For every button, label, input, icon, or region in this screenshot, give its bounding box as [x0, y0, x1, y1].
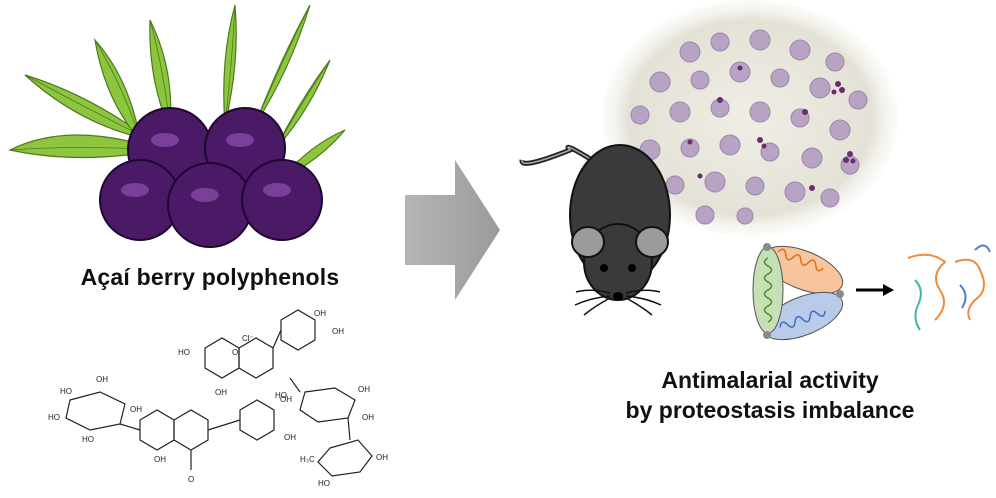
chemical-structure — [65, 309, 373, 477]
berry-highlights — [121, 133, 291, 202]
chem-label: OH — [358, 385, 370, 394]
chem-label: HO — [318, 479, 330, 488]
acai-berries — [99, 107, 323, 248]
chemical-labels: HO OH OH OH Cl⁻ O HO OH OH OH HO OH OH O… — [48, 309, 388, 488]
chem-label: OH — [96, 375, 108, 384]
chem-label: OH — [215, 388, 227, 397]
blood-smear-image — [602, 0, 898, 236]
chem-label: OH — [284, 433, 296, 442]
chem-label: OH — [376, 453, 388, 462]
mouse-illustration — [519, 144, 671, 316]
chem-label: OH — [332, 327, 344, 336]
chem-label: OH — [362, 413, 374, 422]
proteostasis-triangle — [752, 243, 844, 341]
berry-5 — [241, 159, 323, 241]
chem-label: HO — [82, 435, 94, 444]
chem-label: OH — [314, 309, 326, 318]
chem-label: OH — [154, 455, 166, 464]
chem-label: HO — [178, 348, 190, 357]
antimalarial-title-line1: Antimalarial activity — [661, 367, 879, 393]
chem-label: HO — [48, 413, 60, 422]
chem-label: O — [232, 348, 238, 357]
mouse-ear-right — [635, 226, 669, 258]
chem-label: HO — [60, 387, 72, 396]
process-arrow — [405, 160, 500, 300]
unfolded-peptides — [907, 244, 991, 331]
antimalarial-title: Antimalarial activity by proteostasis im… — [560, 365, 980, 425]
chem-label: H₃C — [300, 455, 315, 464]
mouse-ear-left — [571, 226, 605, 258]
acai-polyphenols-title: Açaí berry polyphenols — [80, 264, 340, 290]
berry-4 — [167, 162, 253, 248]
chem-label: Cl⁻ — [242, 334, 254, 343]
chem-label: OH — [130, 405, 142, 414]
antimalarial-title-line2: by proteostasis imbalance — [625, 397, 915, 423]
chem-label: HO — [275, 391, 287, 400]
chem-label: OH — [280, 395, 292, 404]
chem-label: O — [188, 475, 194, 484]
mouse-whiskers — [574, 289, 662, 316]
